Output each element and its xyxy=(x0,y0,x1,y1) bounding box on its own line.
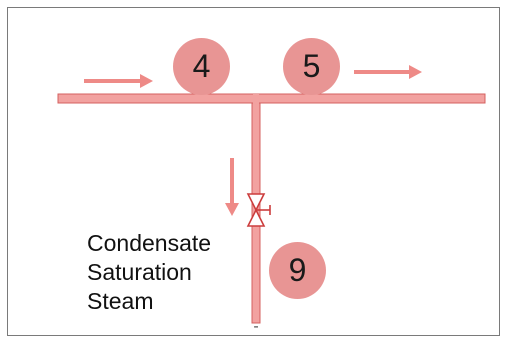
node-9: 9 xyxy=(269,242,326,299)
node-9-label: 9 xyxy=(288,252,307,288)
node-4-label: 4 xyxy=(192,48,211,84)
flow-arrow-icon xyxy=(84,74,153,88)
flow-arrow-icon xyxy=(354,65,422,79)
main-pipe xyxy=(57,93,486,104)
node-4: 4 xyxy=(173,38,230,95)
flow-arrow-icon xyxy=(225,158,239,216)
steam-line-diagram: - xyxy=(57,65,486,335)
node-5-label: 5 xyxy=(302,48,321,84)
drain-mark: - xyxy=(253,318,258,335)
diagram-frame: - 4 5 9 Condensate Saturation Steam xyxy=(7,7,500,336)
stream-label-condensate: Condensate xyxy=(87,230,212,256)
stream-label-steam: Steam xyxy=(87,288,154,314)
node-5: 5 xyxy=(283,38,340,95)
gate-valve-icon xyxy=(246,193,271,227)
stream-label-saturation: Saturation xyxy=(87,259,192,285)
pipe-junction xyxy=(253,94,259,104)
